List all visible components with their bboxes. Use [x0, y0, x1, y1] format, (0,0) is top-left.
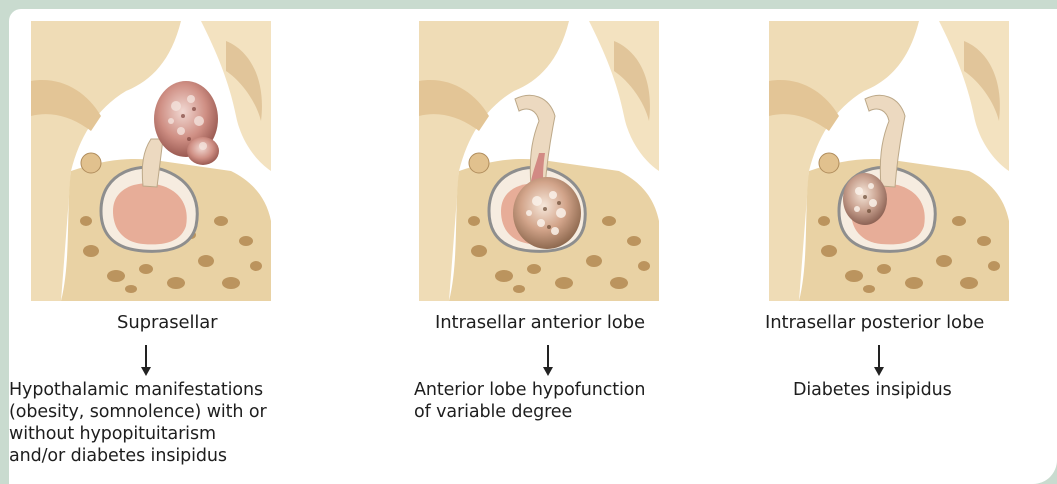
intrasellar-posterior-tumor [843, 173, 887, 225]
suprasellar-tumor [154, 81, 219, 165]
description-line: Hypothalamic manifestations [9, 379, 267, 401]
description-intrasellar-posterior: Diabetes insipidus [793, 379, 952, 401]
caption-intrasellar-anterior: Intrasellar anterior lobe [435, 312, 645, 333]
intrasellar-anterior-illustration [419, 21, 659, 301]
suprasellar-illustration [31, 21, 271, 301]
intrasellar-anterior-tumor [513, 177, 581, 249]
description-intrasellar-anterior: Anterior lobe hypofunction of variable d… [414, 379, 645, 423]
description-line: and/or diabetes insipidus [9, 445, 267, 467]
description-line: of variable degree [414, 401, 645, 423]
description-line: Anterior lobe hypofunction [414, 379, 645, 401]
caption-suprasellar: Suprasellar [117, 312, 217, 333]
description-suprasellar: Hypothalamic manifestations (obesity, so… [9, 379, 267, 467]
caption-intrasellar-posterior: Intrasellar posterior lobe [765, 312, 984, 333]
description-line: (obesity, somnolence) with or [9, 401, 267, 423]
down-arrow-icon [542, 345, 554, 377]
description-line: without hypopituitarism [9, 423, 267, 445]
description-line: Diabetes insipidus [793, 379, 952, 401]
figure-panel: Suprasellar Hypothalamic manifestations … [9, 9, 1057, 484]
down-arrow-icon [873, 345, 885, 377]
intrasellar-posterior-illustration [769, 21, 1009, 301]
down-arrow-icon [140, 345, 152, 377]
